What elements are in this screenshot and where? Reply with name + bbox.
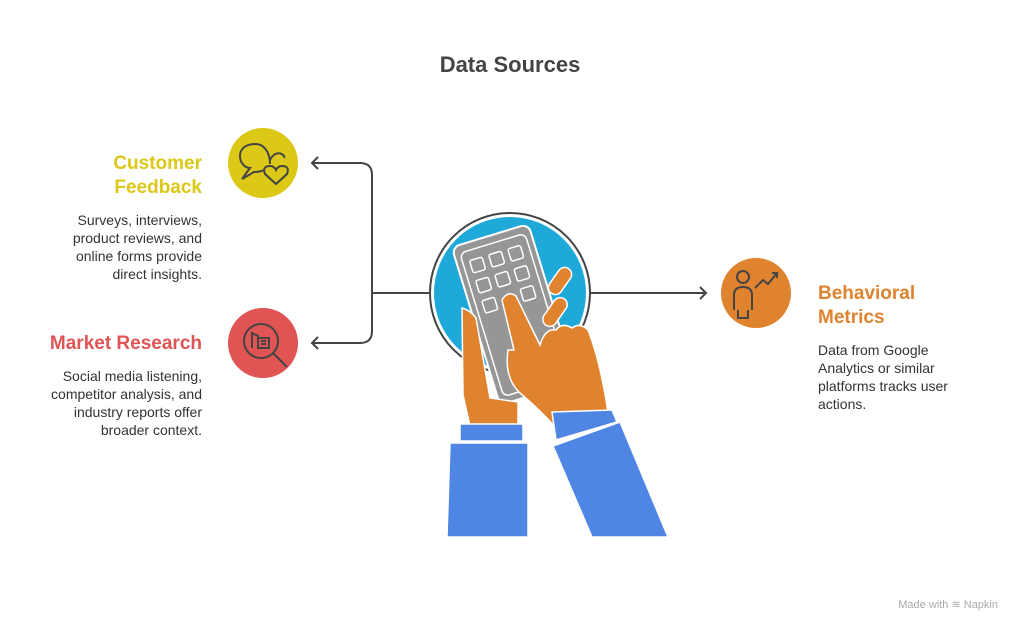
desc-line: industry reports offer <box>73 404 202 420</box>
desc-line: Social media listening, <box>62 368 202 384</box>
desc-line: Surveys, interviews, <box>77 212 202 228</box>
heading-line: Market Research <box>49 333 202 354</box>
desc-line: Analytics or similar <box>818 360 935 376</box>
desc-line: online forms provide <box>75 248 202 264</box>
chat-heart-icon <box>228 128 298 198</box>
desc-line: competitor analysis, and <box>51 386 202 402</box>
building-search-icon <box>228 308 298 378</box>
market-research-block: Market Research Social media listening, … <box>50 332 202 439</box>
heading-line: Feedback <box>114 177 202 198</box>
desc-line: product reviews, and <box>72 230 202 246</box>
footer-brand: Napkin <box>963 599 998 611</box>
made-with-napkin-link[interactable]: Made with ≋ Napkin <box>898 598 998 611</box>
napkin-logo-icon: ≋ <box>951 599 961 611</box>
diagram-title: Data Sources <box>439 52 581 77</box>
heading-line: Metrics <box>818 307 885 328</box>
central-illustration <box>429 212 670 538</box>
desc-line: broader context. <box>100 422 202 438</box>
desc-line: platforms tracks user <box>818 378 948 394</box>
footer-text: Made with <box>898 599 949 611</box>
desc-line: Data from Google <box>818 342 929 358</box>
desc-line: actions. <box>818 396 867 412</box>
customer-feedback-block: Customer Feedback Surveys, interviews, p… <box>73 152 202 283</box>
heading-line: Behavioral <box>818 283 916 304</box>
connectors <box>310 156 708 350</box>
person-trend-icon <box>721 258 791 328</box>
desc-line: direct insights. <box>112 266 202 282</box>
behavioral-metrics-block: Behavioral Metrics Data from Google Anal… <box>818 282 948 413</box>
heading-line: Customer <box>113 153 202 174</box>
